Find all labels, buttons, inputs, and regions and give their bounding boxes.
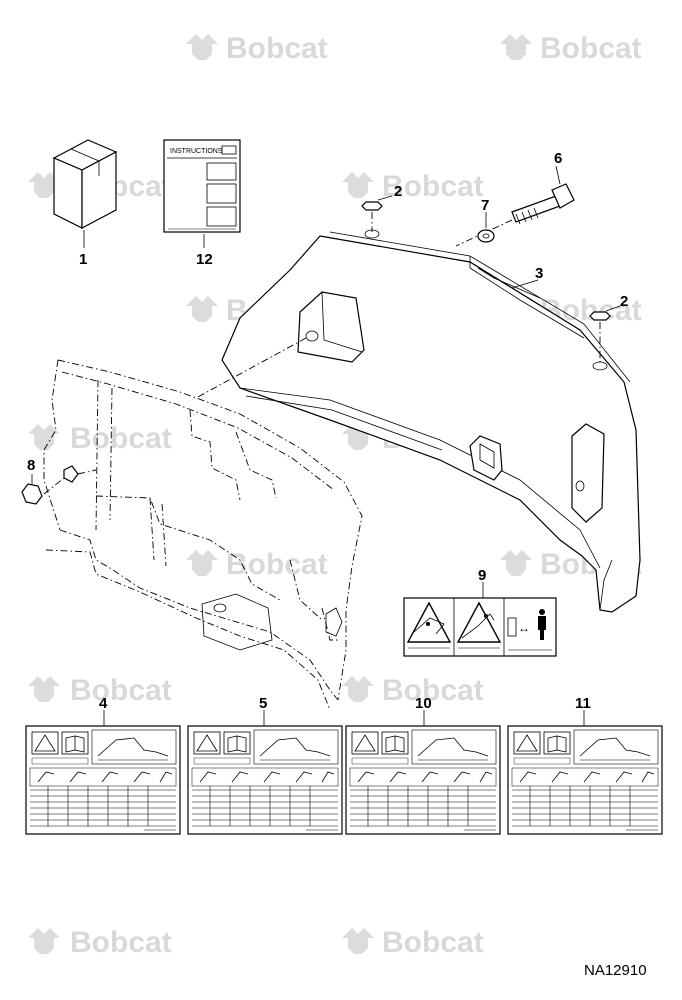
rear-cover-panel	[221, 229, 641, 613]
warning-decal-icon: ↔	[403, 582, 557, 657]
watermark-text: Bobcat	[226, 32, 328, 65]
svg-text:↔: ↔	[518, 621, 530, 635]
clip-icon	[589, 305, 621, 362]
capacity-decal-icon	[345, 710, 501, 835]
watermark-text: Bobcat	[382, 926, 484, 959]
instruction-sheet-icon: INSTRUCTIONS	[163, 139, 241, 248]
watermark-text: Bobcat	[382, 674, 484, 707]
callout-2-right: 2	[620, 293, 628, 310]
callout-2-top: 2	[394, 183, 402, 200]
callout-3: 3	[535, 265, 543, 282]
watermark-text: Bobcat	[382, 170, 484, 203]
capacity-decal-icon	[507, 710, 663, 835]
callout-9: 9	[478, 567, 486, 584]
callout-1: 1	[79, 251, 87, 268]
callout-10: 10	[415, 695, 432, 712]
capacity-decal-icon	[187, 710, 343, 835]
box-icon	[52, 139, 118, 248]
instructions-title: INSTRUCTIONS	[170, 148, 223, 155]
callout-4: 4	[99, 695, 108, 712]
watermark-text: Bobcat	[70, 926, 172, 959]
watermark-text: Bobcat	[540, 32, 642, 65]
clip-icon	[361, 195, 393, 232]
callout-8: 8	[27, 457, 35, 474]
callout-12: 12	[196, 251, 213, 268]
watermark-text: Bobcat	[226, 548, 328, 581]
callout-6: 6	[554, 150, 562, 167]
callout-7: 7	[481, 197, 489, 214]
watermark-text: Bobcat	[70, 422, 172, 455]
drawing-id: NA12910	[584, 962, 647, 979]
watermark-text: Bobcat	[70, 674, 172, 707]
callout-11: 11	[575, 695, 591, 712]
capacity-decal-icon	[25, 710, 181, 835]
machine-frame	[43, 337, 363, 711]
callout-5: 5	[259, 695, 267, 712]
washer-icon	[477, 212, 495, 243]
nut-icon	[21, 465, 97, 505]
